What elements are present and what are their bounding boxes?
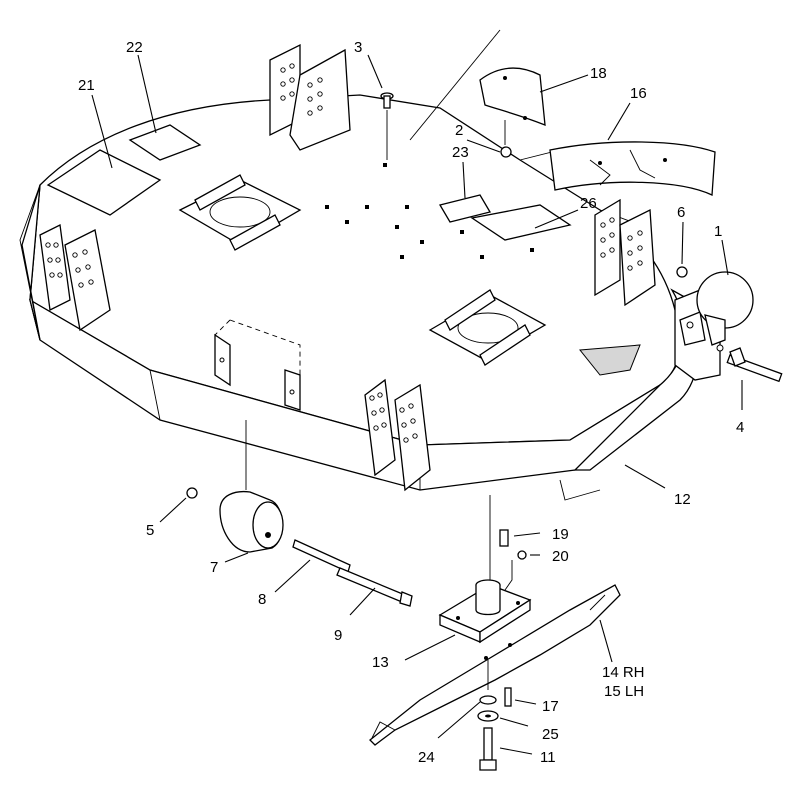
nut-20 xyxy=(517,550,527,560)
spindle-mount-right xyxy=(428,289,547,366)
key-19 xyxy=(499,529,509,547)
callout-12: 12 xyxy=(674,491,691,508)
deck-housing xyxy=(19,43,700,501)
decal-right xyxy=(579,344,641,376)
washer-24 xyxy=(479,695,497,705)
callout-20: 20 xyxy=(552,548,569,565)
decal-23 xyxy=(438,194,492,223)
deck-bolt-holes xyxy=(325,163,534,259)
anti-scalp-bracket-right xyxy=(594,198,656,307)
carriage-bolt-3 xyxy=(380,92,394,109)
decal-21 xyxy=(46,149,162,216)
decal-22 xyxy=(128,124,202,161)
callout-21: 21 xyxy=(78,77,95,94)
callout-17: 17 xyxy=(542,698,559,715)
bracket-holes xyxy=(45,63,643,443)
callout-16: 16 xyxy=(630,85,647,102)
callout-7: 7 xyxy=(210,559,218,576)
roller-assembly xyxy=(186,420,413,607)
callout-labels: 1 2 3 4 5 6 7 8 9 11 12 13 14 RH 15 LH 1… xyxy=(78,39,744,766)
bolt-11 xyxy=(483,727,493,761)
callout-15: 15 LH xyxy=(604,683,644,700)
callout-2: 2 xyxy=(455,122,463,139)
callout-23: 23 xyxy=(452,144,469,161)
callout-6: 6 xyxy=(677,204,685,221)
callout-4: 4 xyxy=(736,419,744,436)
callout-19: 19 xyxy=(552,526,569,543)
deck-pivot-assembly xyxy=(674,266,783,383)
callout-3: 3 xyxy=(354,39,362,56)
decal-26 xyxy=(470,204,572,241)
bolt-9 xyxy=(336,567,406,603)
callout-18: 18 xyxy=(590,65,607,82)
callout-25: 25 xyxy=(542,726,559,743)
leader-lines xyxy=(91,54,743,755)
nut-2 xyxy=(500,146,512,158)
callout-5: 5 xyxy=(146,522,154,539)
callout-24: 24 xyxy=(418,749,435,766)
spindle-mount-left xyxy=(178,174,302,251)
callout-14: 14 RH xyxy=(602,664,645,681)
discharge-chute xyxy=(549,141,716,196)
callout-1: 1 xyxy=(714,223,722,240)
blade-assembly xyxy=(369,495,621,771)
callout-22: 22 xyxy=(126,39,143,56)
callout-8: 8 xyxy=(258,591,266,608)
bolt-17 xyxy=(504,687,512,707)
callout-26: 26 xyxy=(580,195,597,212)
front-hanger-bracket xyxy=(214,319,301,411)
deflector-18 xyxy=(409,29,546,141)
callout-11: 11 xyxy=(540,749,556,766)
callout-9: 9 xyxy=(334,627,342,644)
nut-5 xyxy=(186,487,198,499)
callout-13: 13 xyxy=(372,654,389,671)
